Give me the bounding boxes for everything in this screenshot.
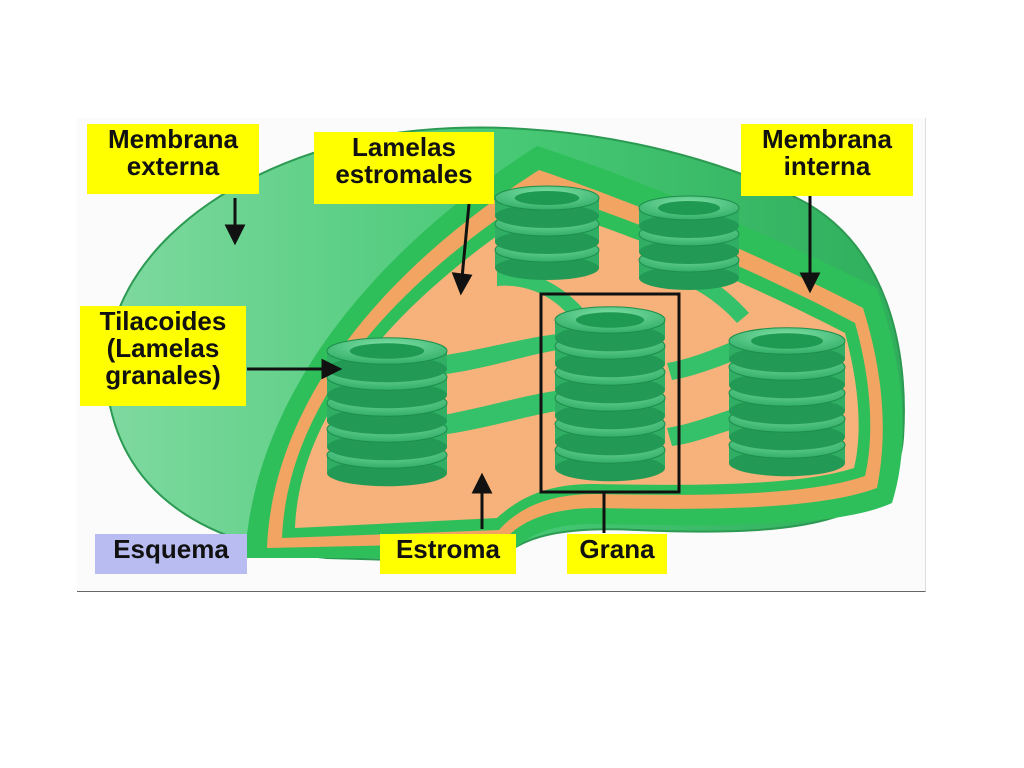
thylakoid-lumen [658,201,720,215]
thylakoid-lumen [514,191,580,205]
label-outer-membrane: Membrana externa [87,124,259,194]
granum-stack [494,185,600,280]
label-schema: Esquema [95,534,247,574]
grana-highlight-box [539,292,681,494]
thylakoid-disc-edge [495,256,599,280]
thylakoid-disc-edge [639,266,739,290]
arrows [224,196,821,533]
thylakoid-disc-edge [639,240,739,264]
thylakoid-lumen [751,333,823,349]
label-stromal-lamellae: Lamelas estromales [314,132,494,204]
granum-stack [326,337,448,487]
grana-stacks [326,185,846,487]
chloroplast-illustration [105,126,905,565]
thylakoid-lumen [575,312,645,328]
thylakoid-disc-edge [495,204,599,228]
thylakoid-lumen [349,343,425,359]
label-thylakoids: Tilacoides (Lamelas granales) [80,306,246,406]
thylakoid-disc-edge [639,214,739,238]
thylakoid-disc-edge [495,230,599,254]
granum-stack [554,306,666,482]
chloroplast-diagram: Membrana externa Lamelas estromales Memb… [77,118,926,592]
label-stroma: Estroma [380,534,516,574]
label-grana: Grana [567,534,667,574]
granum-stack [638,195,740,290]
granum-stack [728,327,846,477]
label-inner-membrane: Membrana interna [741,124,913,196]
